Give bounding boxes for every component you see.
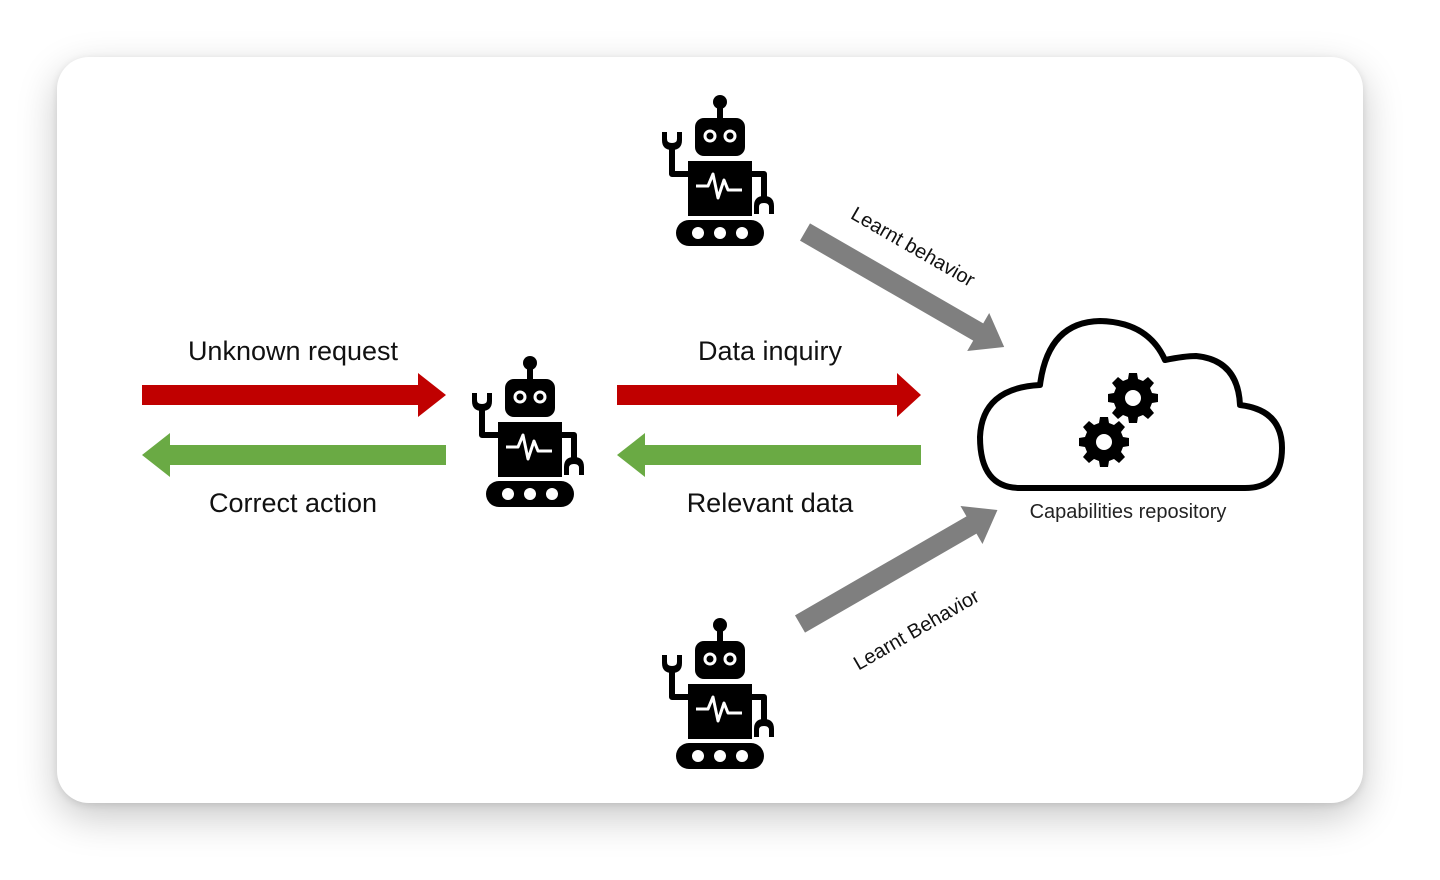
- data-inquiry-label: Data inquiry: [697, 336, 843, 366]
- robot-bottom-icon: [662, 618, 774, 769]
- relevant-data-arrow: [617, 433, 921, 477]
- gear-icon: [1108, 373, 1158, 423]
- gear-icon: [1079, 417, 1129, 467]
- learnt-behavior-bottom-arrow: [795, 505, 998, 633]
- learnt-behavior-top-arrow: [800, 223, 1005, 352]
- correct-action-label: Correct action: [208, 488, 378, 518]
- robot-center-icon: [472, 356, 584, 507]
- capabilities-repository-label: Capabilities repository: [1029, 501, 1227, 523]
- unknown-request-label: Unknown request: [187, 336, 399, 366]
- correct-action-arrow: [142, 433, 446, 477]
- data-inquiry-arrow: [617, 373, 921, 417]
- relevant-data-label: Relevant data: [686, 488, 854, 518]
- robot-top-icon: [662, 95, 774, 246]
- unknown-request-arrow: [142, 373, 446, 417]
